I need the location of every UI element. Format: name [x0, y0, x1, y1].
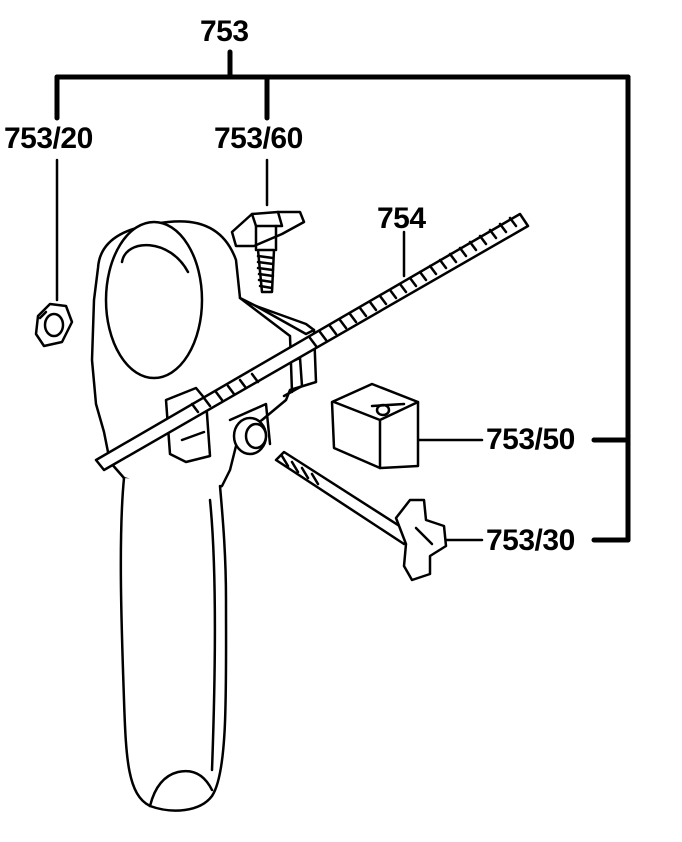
callout-753-30: 753/30 — [486, 524, 575, 557]
hex-nut-part — [34, 302, 74, 348]
callout-753-20: 753/20 — [4, 122, 93, 155]
callout-753-50: 753/50 — [486, 423, 575, 456]
wing-screw-part — [230, 210, 306, 340]
clamp-block-part — [330, 382, 420, 470]
callout-753: 753 — [200, 15, 249, 48]
assembly-bracket-lines — [54, 49, 631, 543]
handle-screw-part — [274, 450, 448, 582]
depth-rod-part — [94, 212, 530, 472]
callout-753-60: 753/60 — [214, 122, 303, 155]
handle-body — [90, 220, 318, 812]
leader-lines — [55, 158, 484, 542]
callout-754: 754 — [377, 202, 426, 235]
